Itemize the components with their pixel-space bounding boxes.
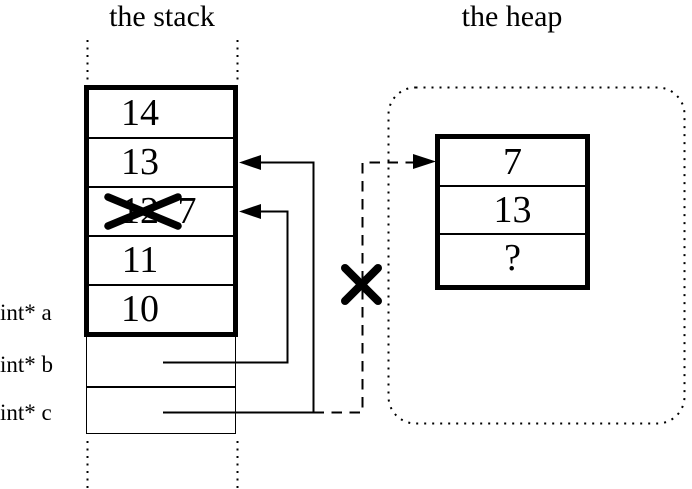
stack-frame-value: 10 (121, 288, 159, 330)
var-label-a: int* a (0, 300, 52, 325)
dangling-pointer-dashed (313, 154, 436, 414)
arrowhead-into-row-13 (239, 155, 261, 170)
pointer-slot-b (87, 337, 235, 388)
heap-cell: 7 (440, 139, 585, 187)
crossed-new-value: 7 (177, 190, 197, 232)
arrowhead-into-heap (413, 154, 436, 169)
var-label-b: int* b (0, 352, 54, 377)
stack-box: 14 13 12 7 11 10 (84, 85, 238, 337)
stack-frame-crossed: 12 7 (89, 188, 233, 237)
heap-title: the heap (461, 0, 563, 33)
stack-frame: 11 (89, 237, 233, 286)
heap-cell: 13 (440, 187, 585, 235)
arrowhead-into-row-7 (239, 204, 261, 219)
stack-pointer-slots (86, 337, 236, 434)
heap-cell: ? (504, 237, 521, 279)
pointer-slot-c (87, 388, 235, 433)
stack-frame-value: 11 (121, 239, 159, 281)
stack-frame-value: 13 (121, 141, 159, 183)
stack-title: the stack (109, 0, 215, 33)
invalid-pointer-x-icon (341, 264, 382, 305)
var-label-c: int* c (0, 400, 52, 425)
stack-frame-value: 14 (121, 92, 159, 134)
heap-box: 7 13 ? (435, 134, 590, 290)
stack-frame: 14 (89, 90, 233, 139)
stack-frame: 10 (89, 286, 233, 332)
stack-frame: 13 (89, 139, 233, 188)
